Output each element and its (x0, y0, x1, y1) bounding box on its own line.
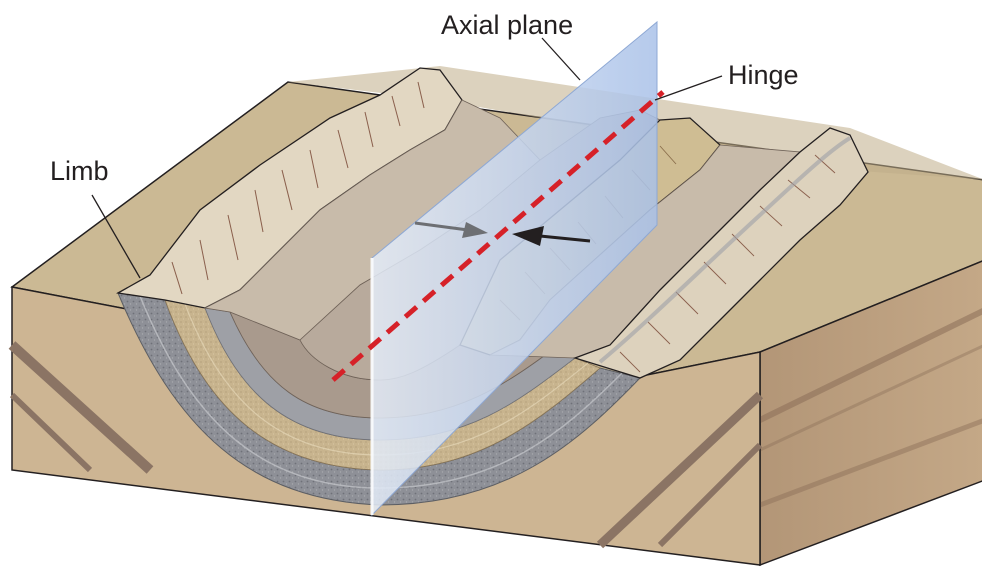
right-ridge (572, 127, 869, 379)
axial-plane (370, 20, 658, 517)
left-arrowhead-icon (462, 222, 488, 238)
compression-arrows (414, 221, 591, 246)
limb-leader-line (91, 194, 141, 279)
axial-plane-label: Axial plane (441, 10, 574, 40)
axial-plane-leader-line (541, 37, 581, 81)
block-right-face (758, 260, 982, 567)
right-arrowhead-icon (512, 226, 544, 246)
hinge-label: Hinge (728, 60, 799, 90)
limb-label: Limb (50, 156, 109, 186)
hinge-line (331, 90, 665, 382)
hinge-leader-line (654, 75, 723, 101)
